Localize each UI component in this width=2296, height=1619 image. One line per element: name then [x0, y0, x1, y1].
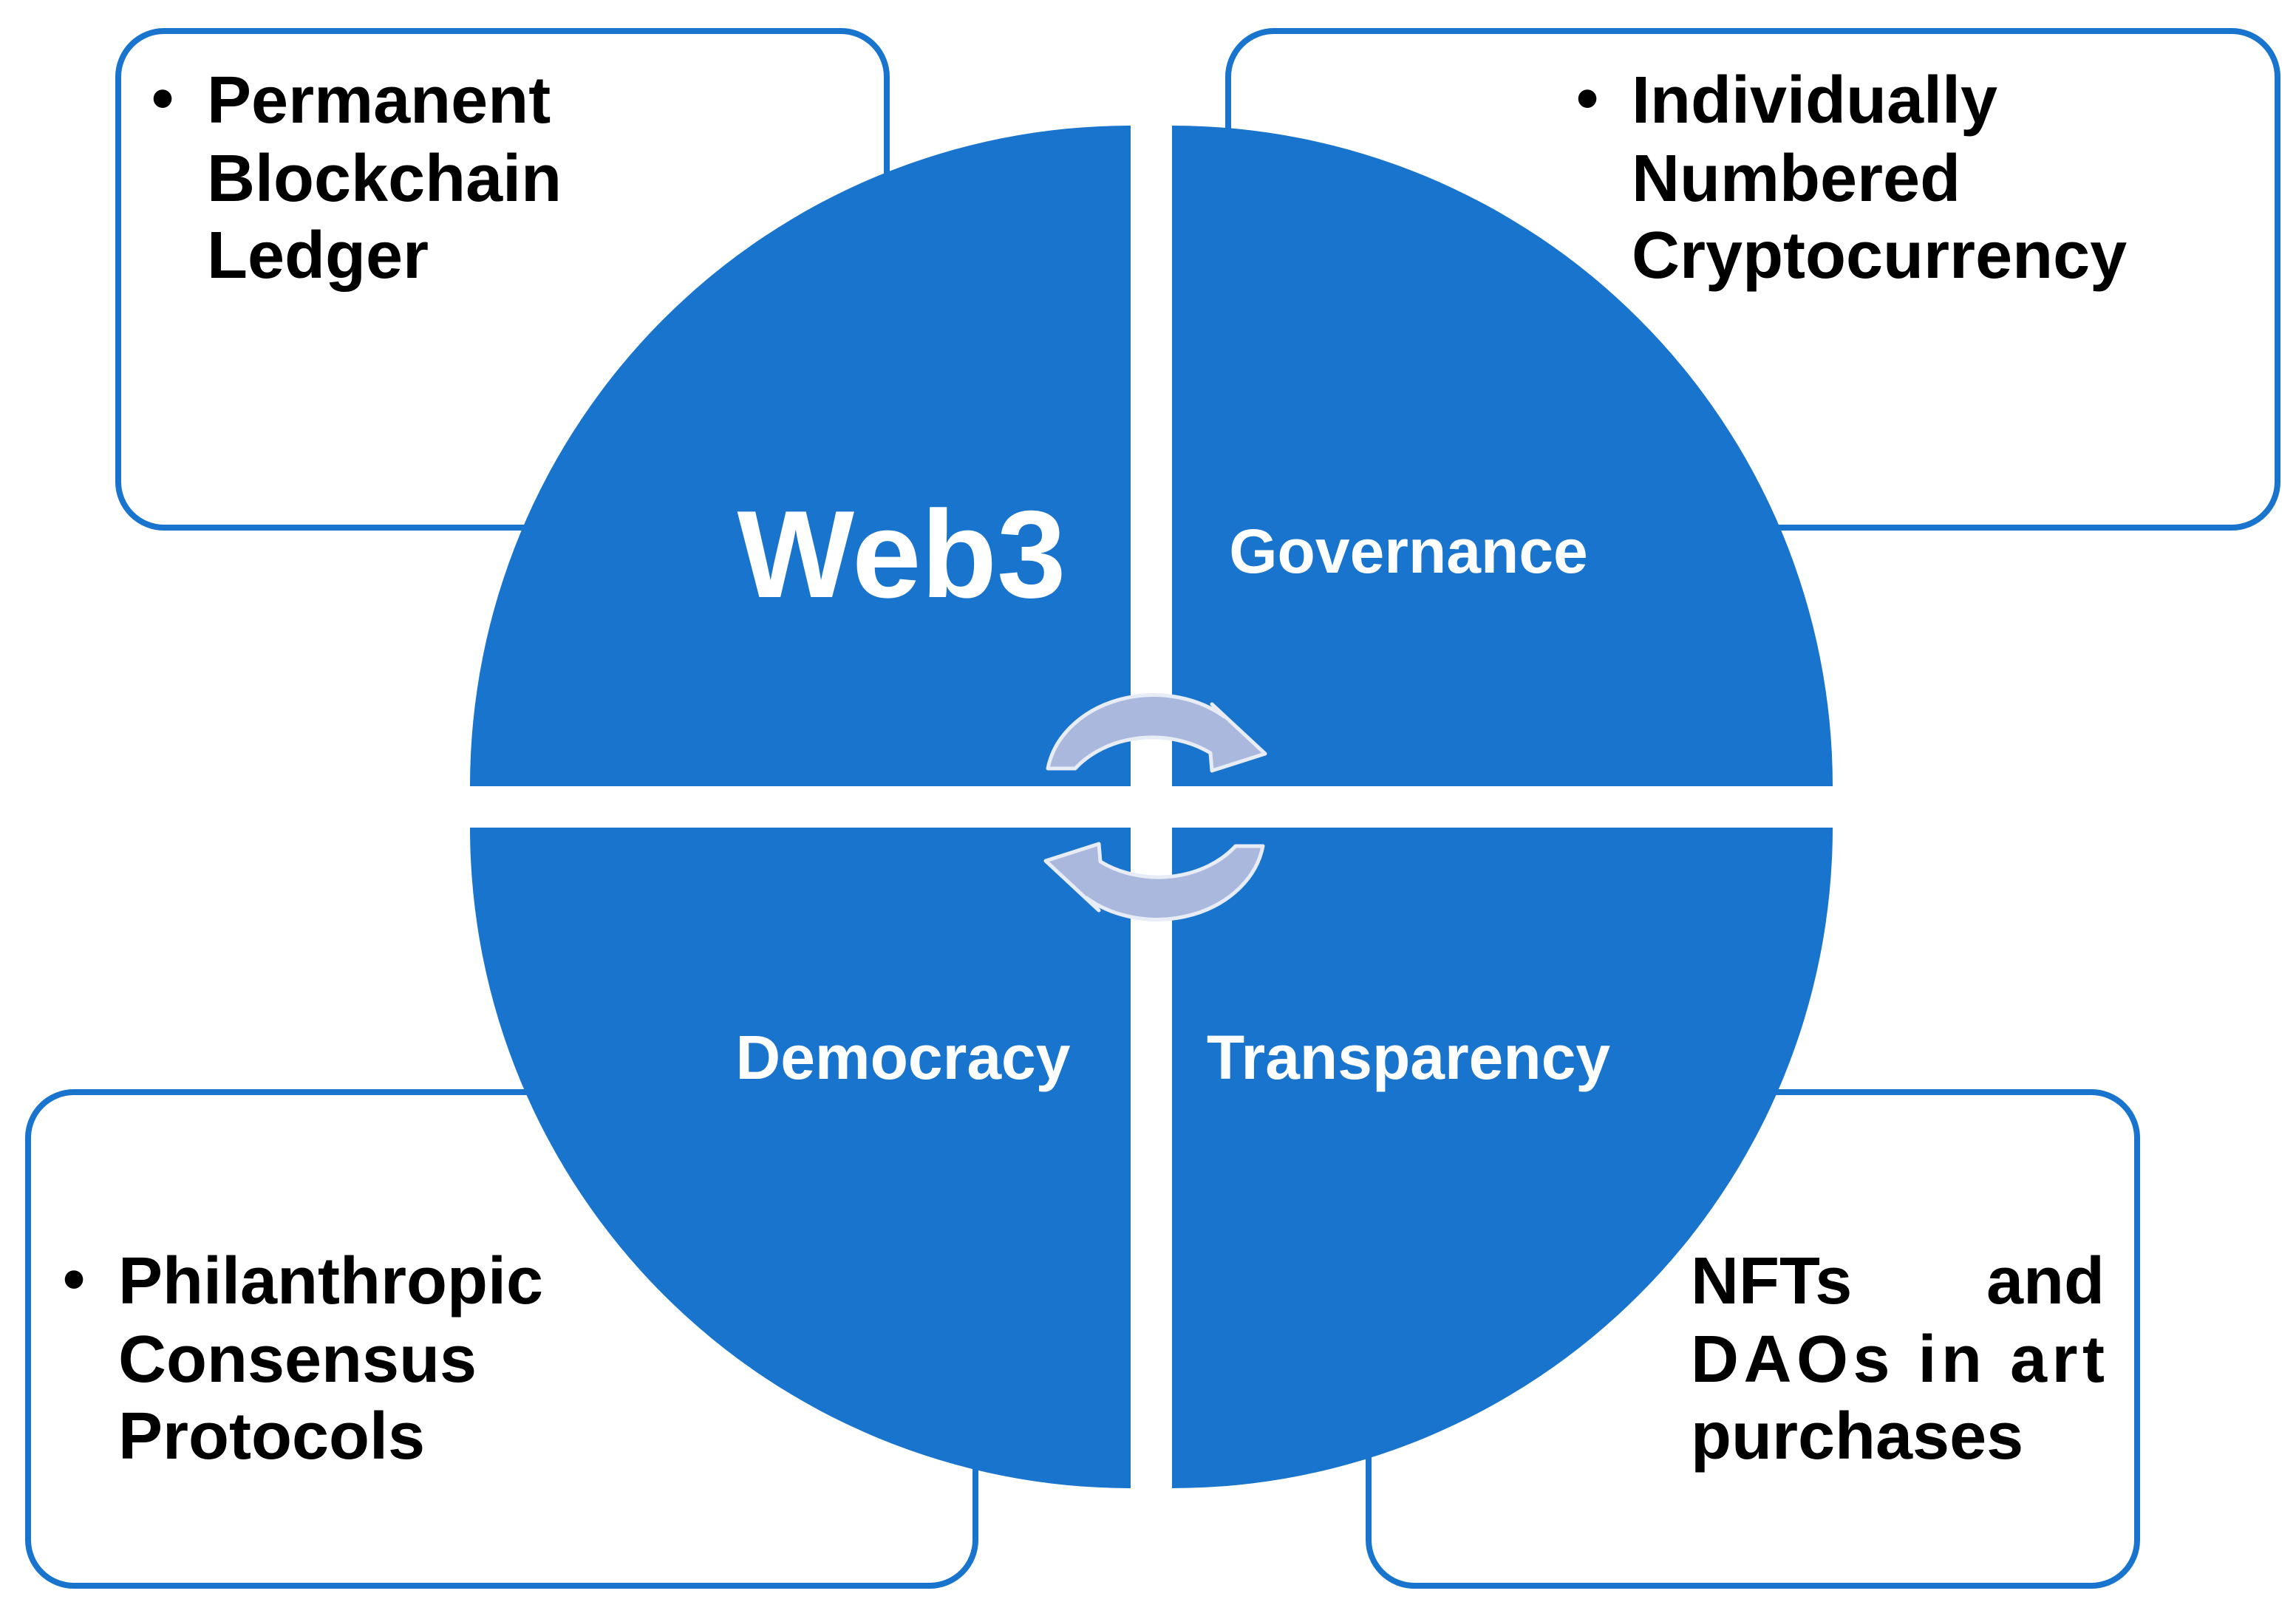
quadrant-top-left — [470, 126, 1131, 786]
web3-circle — [470, 126, 1833, 1488]
box-line: Individually — [1632, 64, 1997, 137]
box-line: Cryptocurrency — [1632, 219, 2127, 293]
bullet: • — [151, 63, 174, 134]
box-line: Blockchain — [207, 142, 562, 216]
box-line: and — [1986, 1244, 2105, 1318]
box-line: NFTs — [1691, 1244, 1852, 1318]
center-title: Web3 — [737, 485, 1066, 624]
box-top-left-text: • Permanent Blockchain Ledger — [151, 63, 562, 293]
box-bottom-right-text: NFTs and DAOs in art purchases — [1691, 1244, 2105, 1473]
bullet: • — [1576, 63, 1598, 134]
box-line: Ledger — [207, 219, 429, 293]
quadrant-label-transparency: Transparency — [1207, 1023, 1611, 1092]
box-line: Philanthropic — [118, 1244, 543, 1318]
bullet: • — [63, 1244, 85, 1315]
box-line: Permanent — [207, 64, 551, 137]
box-bottom-left-text: • Philanthropic Consensus Protocols — [63, 1244, 543, 1473]
box-line: Protocols — [118, 1400, 425, 1473]
quadrant-bottom-right — [1172, 828, 1833, 1488]
box-line: DAOs in art — [1691, 1323, 2105, 1397]
counterclockwise-arrow-icon — [1043, 842, 1265, 921]
box-line: Consensus — [118, 1323, 477, 1397]
clockwise-arrow-icon — [1046, 693, 1267, 773]
quadrant-top-right — [1172, 126, 1833, 786]
quadrant-label-democracy: Democracy — [736, 1023, 1071, 1092]
box-line: Numbered — [1632, 142, 1961, 216]
box-line: purchases — [1691, 1400, 2023, 1473]
box-top-right-text: • Individually Numbered Cryptocurrency — [1576, 63, 2127, 293]
quadrant-bottom-left — [470, 828, 1131, 1488]
quadrant-label-governance: Governance — [1229, 517, 1588, 586]
